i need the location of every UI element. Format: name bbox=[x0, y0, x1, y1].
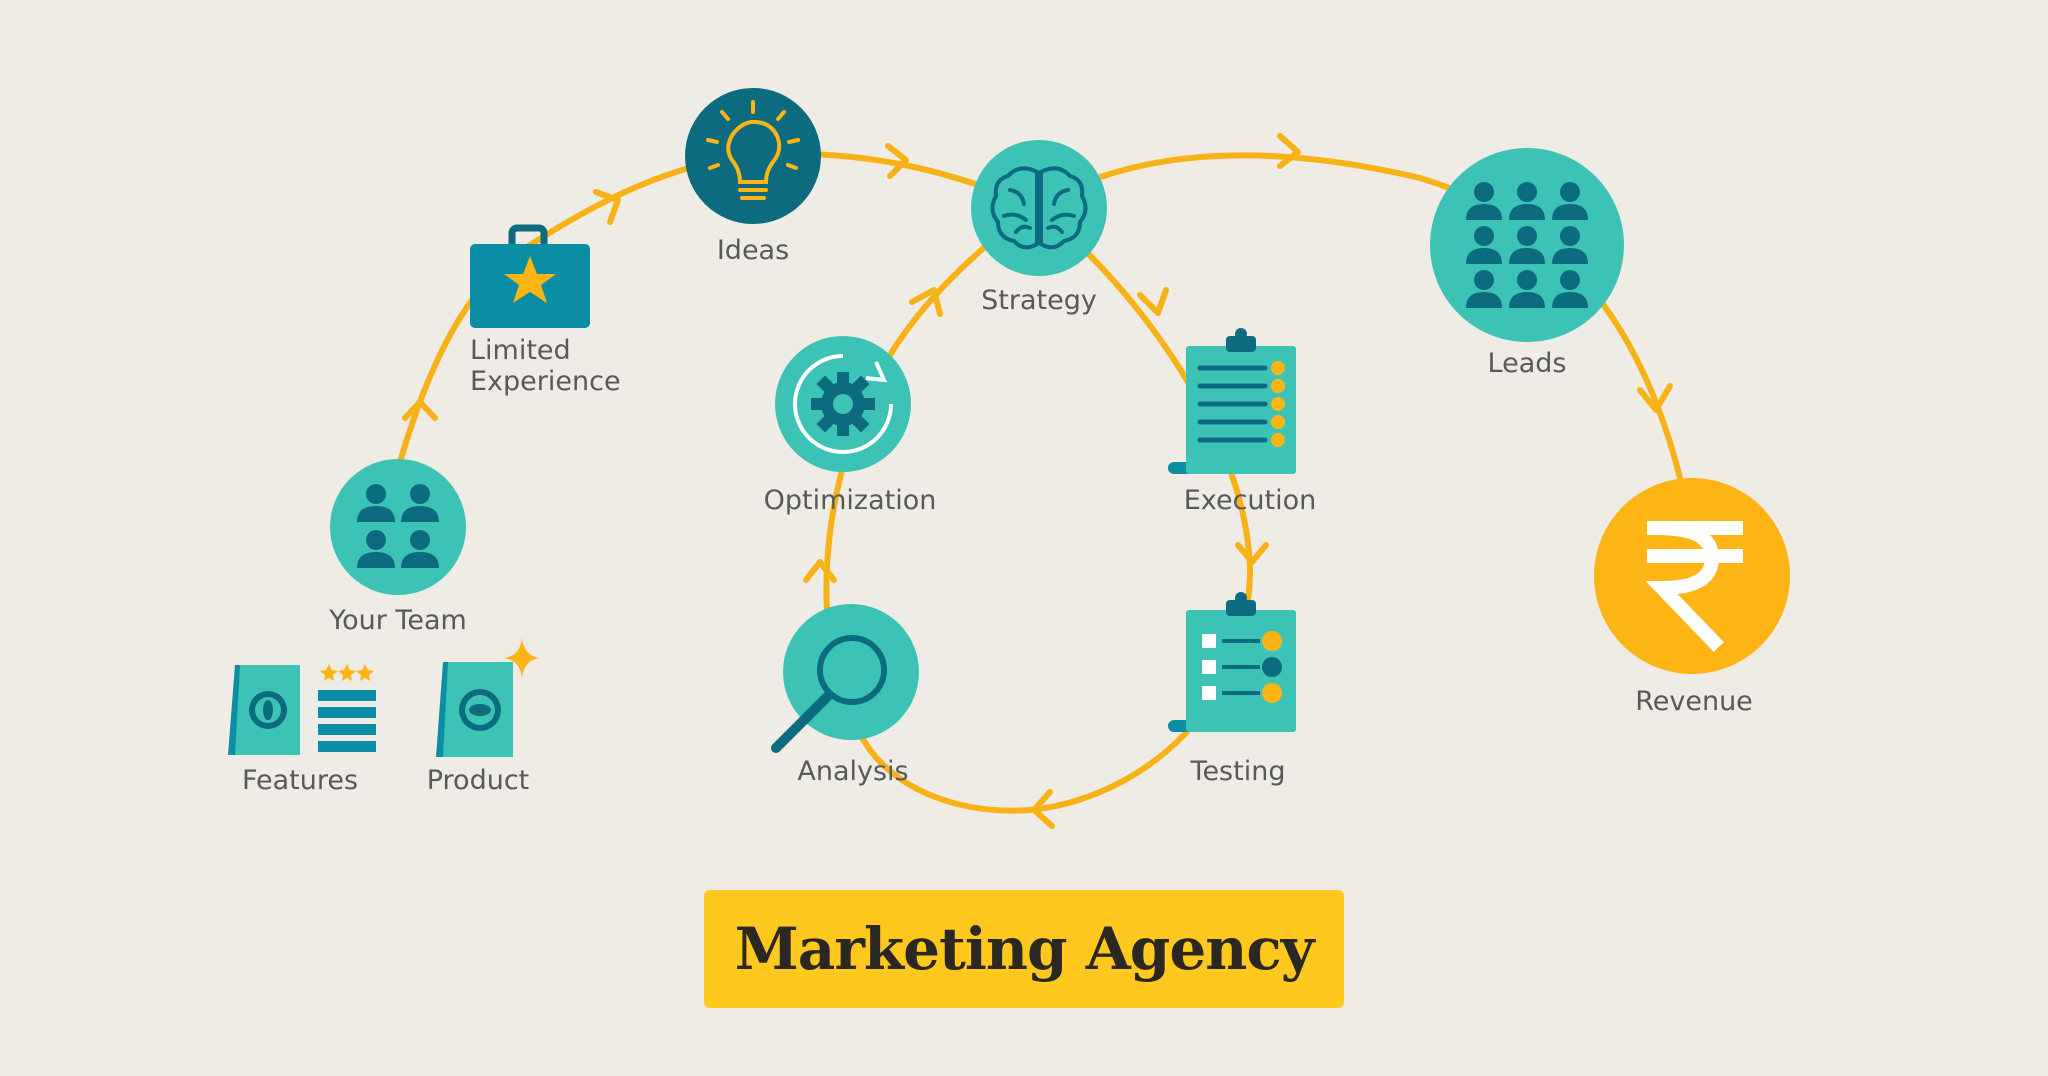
leads-label: Leads bbox=[1487, 348, 1567, 379]
feature-sheet-icon bbox=[228, 664, 376, 755]
arrow-icon bbox=[885, 143, 909, 179]
limited-experience-label-line1: Limited bbox=[470, 335, 571, 366]
brain-icon bbox=[971, 140, 1107, 276]
product-label: Product bbox=[426, 765, 530, 796]
limited-experience-label: Limited Experience bbox=[470, 335, 621, 397]
arrow-icon bbox=[1235, 542, 1269, 565]
analysis-label: Analysis bbox=[797, 756, 909, 787]
arrow-icon bbox=[803, 559, 837, 583]
lightbulb-icon bbox=[685, 88, 821, 224]
arrow-icon bbox=[593, 189, 621, 225]
your-team-label: Your Team bbox=[329, 605, 467, 636]
testing-label: Testing bbox=[1190, 756, 1286, 787]
revenue-label: Revenue bbox=[1635, 686, 1753, 717]
arrow-icon bbox=[1637, 383, 1673, 413]
title-banner: Marketing Agency bbox=[704, 890, 1344, 1008]
arrow-icon bbox=[1031, 789, 1055, 829]
strategy-label: Strategy bbox=[981, 285, 1097, 316]
magnifier-icon bbox=[771, 604, 919, 753]
features-label: Features bbox=[241, 765, 359, 796]
clipboard-checklist-icon bbox=[1168, 328, 1296, 474]
arrow-icon bbox=[1277, 133, 1301, 169]
flow-arrows bbox=[402, 133, 1673, 829]
optimization-label: Optimization bbox=[763, 485, 937, 516]
star-rating-icon bbox=[320, 664, 374, 681]
product-sheet-icon bbox=[436, 638, 540, 757]
arrow-icon bbox=[402, 399, 438, 421]
rupee-icon bbox=[1594, 478, 1790, 674]
limited-experience-label-line2: Experience bbox=[470, 366, 621, 398]
execution-label: Execution bbox=[1183, 485, 1317, 516]
crowd-icon bbox=[1430, 148, 1624, 342]
sparkle-icon bbox=[504, 638, 540, 678]
arrow-icon bbox=[1137, 287, 1169, 316]
team-icon bbox=[330, 459, 466, 595]
gear-refresh-icon bbox=[775, 336, 911, 472]
clipboard-test-icon bbox=[1168, 592, 1296, 732]
banner-title: Marketing Agency bbox=[734, 915, 1315, 983]
arrow-icon bbox=[909, 287, 943, 317]
briefcase-star-icon bbox=[470, 224, 590, 328]
ideas-label: Ideas bbox=[716, 235, 790, 266]
